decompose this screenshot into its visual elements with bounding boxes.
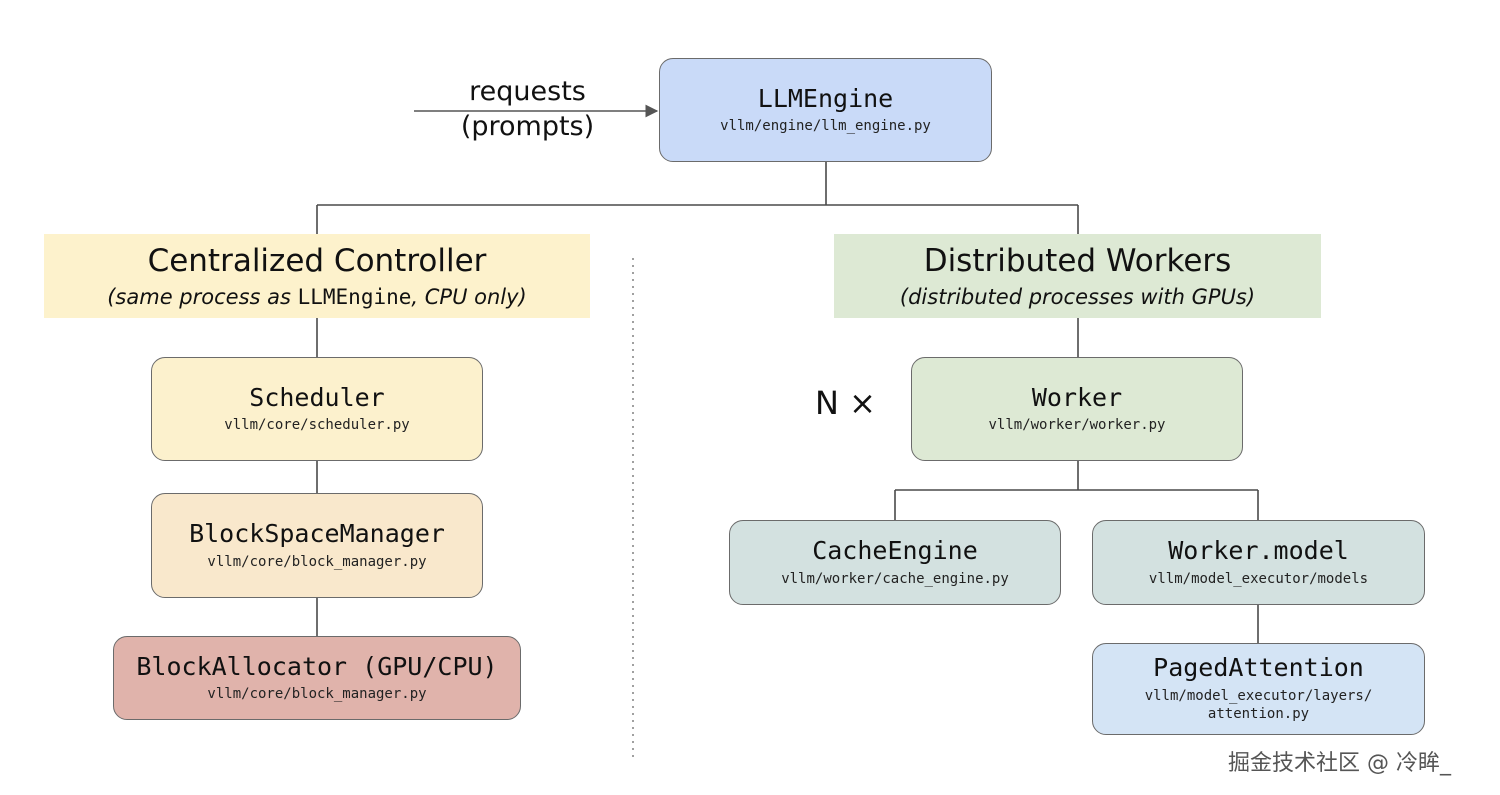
controller-subtitle: (same process as LLMEngine, CPU only) [107, 285, 527, 309]
worker-model-box: Worker.model vllm/model_executor/models [1092, 520, 1425, 605]
paged-attention-name: PagedAttention [1153, 653, 1364, 683]
controller-title: Centralized Controller [147, 243, 487, 280]
block-space-manager-path: vllm/core/block_manager.py [207, 553, 427, 570]
scheduler-box: Scheduler vllm/core/scheduler.py [151, 357, 483, 461]
llm-engine-name: LLMEngine [757, 83, 894, 113]
watermark: 掘金技术社区 @ 冷眸_ [1228, 751, 1451, 776]
requests-label-line2: (prompts) [460, 111, 595, 143]
paged-attention-path-line1: vllm/model_executor/layers/ [1144, 688, 1373, 705]
controller-subtitle-code: LLMEngine [297, 284, 412, 309]
cache-engine-path: vllm/worker/cache_engine.py [781, 570, 1009, 587]
worker-path: vllm/worker/worker.py [988, 417, 1166, 434]
block-space-manager-name: BlockSpaceManager [189, 519, 445, 549]
paged-attention-path: vllm/model_executor/layers/ attention.py [1145, 687, 1373, 723]
scheduler-name: Scheduler [249, 382, 385, 412]
block-space-manager-box: BlockSpaceManager vllm/core/block_manage… [151, 493, 483, 598]
worker-multiplier: N × [815, 384, 876, 422]
worker-name: Worker [1031, 382, 1123, 412]
workers-header: Distributed Workers (distributed process… [834, 234, 1321, 318]
block-allocator-box: BlockAllocator (GPU/CPU) vllm/core/block… [113, 636, 521, 720]
workers-title: Distributed Workers [923, 243, 1232, 280]
cache-engine-box: CacheEngine vllm/worker/cache_engine.py [729, 520, 1061, 605]
block-allocator-path: vllm/core/block_manager.py [207, 686, 427, 703]
controller-subtitle-prefix: (same process as [107, 284, 298, 309]
controller-header: Centralized Controller (same process as … [44, 234, 590, 318]
controller-subtitle-suffix: , CPU only) [411, 284, 527, 309]
block-allocator-name: BlockAllocator (GPU/CPU) [136, 651, 498, 681]
worker-model-path: vllm/model_executor/models [1148, 570, 1369, 587]
paged-attention-box: PagedAttention vllm/model_executor/layer… [1092, 643, 1425, 735]
paged-attention-path-line2: attention.py [1207, 706, 1310, 723]
requests-label-line1: requests [469, 76, 586, 107]
llm-engine-box: LLMEngine vllm/engine/llm_engine.py [659, 58, 992, 162]
workers-subtitle: (distributed processes with GPUs) [899, 284, 1256, 309]
worker-model-name: Worker.model [1168, 536, 1349, 566]
llm-engine-path: vllm/engine/llm_engine.py [720, 118, 931, 135]
worker-box: Worker vllm/worker/worker.py [911, 357, 1243, 461]
requests-label: requests (prompts) [440, 74, 615, 144]
scheduler-path: vllm/core/scheduler.py [224, 417, 410, 434]
cache-engine-name: CacheEngine [812, 536, 978, 566]
